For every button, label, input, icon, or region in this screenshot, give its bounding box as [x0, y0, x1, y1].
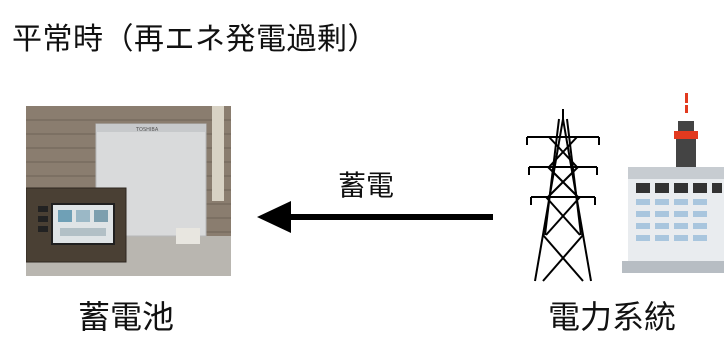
transmission-tower-icon [526, 109, 600, 282]
flow-label: 蓄電 [338, 169, 395, 202]
charge-arrow [257, 201, 493, 233]
power-grid-label: 電力系統 [548, 298, 677, 336]
brand-logo: TOSHIBA [135, 127, 159, 133]
power-grid-illustration [526, 93, 724, 282]
power-plant-icon [622, 93, 724, 273]
battery-label: 蓄電池 [78, 298, 175, 336]
diagram-title: 平常時（再エネ発電過剰） [12, 22, 378, 57]
battery-photo: TOSHIBA [26, 106, 231, 276]
